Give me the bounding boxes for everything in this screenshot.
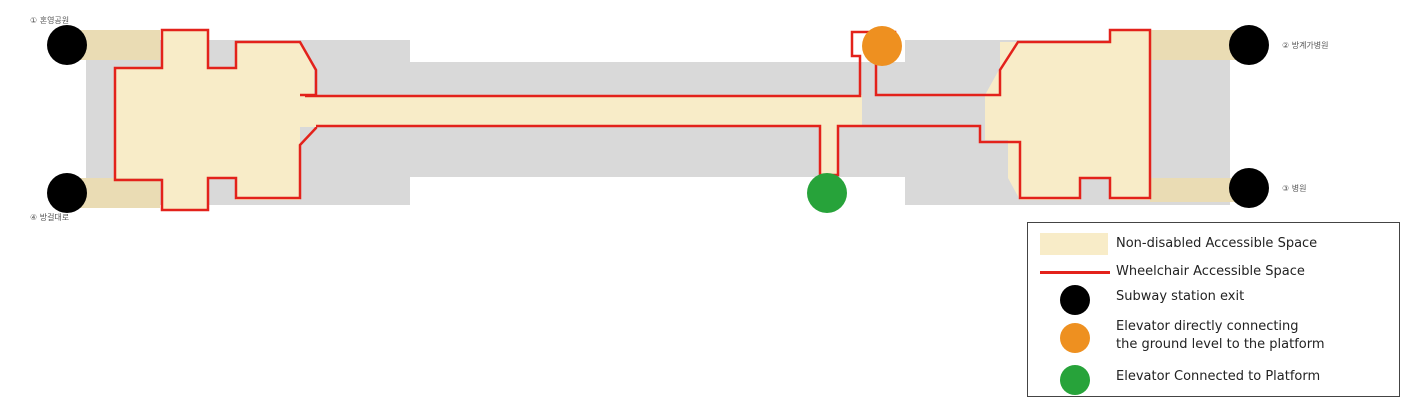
elevator-platform-marker bbox=[807, 173, 847, 213]
exit-marker-2 bbox=[1229, 25, 1269, 65]
stair-exit-4 bbox=[80, 178, 160, 208]
stair-exit-2 bbox=[1150, 30, 1240, 60]
exit-label-4: ④ 방걸대로 bbox=[30, 213, 70, 222]
legend-label: Non-disabled Accessible Space bbox=[1116, 236, 1318, 251]
elevator-shaft-area bbox=[820, 125, 838, 175]
accessible-swatch bbox=[1040, 233, 1108, 255]
exit-label-2: ② 방계가병원 bbox=[1282, 41, 1329, 50]
exit-label-3: ③ 병원 bbox=[1282, 184, 1307, 193]
exit-marker-3 bbox=[1229, 168, 1269, 208]
exit-stairs bbox=[80, 30, 1240, 208]
legend-item-elevator-ground: Elevator directly connecting the ground … bbox=[1028, 319, 1399, 353]
legend-item-elevator-platform: Elevator Connected to Platform bbox=[1028, 365, 1399, 395]
legend-label: Elevator Connected to Platform bbox=[1116, 369, 1321, 384]
station-floor-plan bbox=[47, 25, 1269, 213]
elevator-ground-marker bbox=[862, 26, 902, 66]
exit-marker-4 bbox=[47, 173, 87, 213]
legend-label: Wheelchair Accessible Space bbox=[1116, 264, 1305, 279]
elevator-ground-swatch bbox=[1060, 323, 1090, 353]
legend-box: Non-disabled Accessible Space Wheelchair… bbox=[1027, 222, 1400, 397]
marker-layer bbox=[47, 25, 1269, 213]
elevator-platform-swatch bbox=[1060, 365, 1090, 395]
legend-label: Subway station exit bbox=[1116, 289, 1245, 304]
exit-dot-swatch bbox=[1060, 285, 1090, 315]
stair-exit-3 bbox=[1150, 178, 1240, 202]
legend-item-accessible: Non-disabled Accessible Space bbox=[1028, 233, 1399, 255]
west-accessible-area bbox=[115, 30, 314, 210]
legend-item-exit: Subway station exit bbox=[1028, 285, 1399, 315]
south-corridor-line bbox=[316, 28, 1152, 200]
legend-item-wheelchair: Wheelchair Accessible Space bbox=[1028, 261, 1399, 283]
wheelchair-line-swatch bbox=[1040, 271, 1110, 274]
accessible-space bbox=[115, 30, 1150, 210]
exit-marker-1 bbox=[47, 25, 87, 65]
concourse-accessible-area bbox=[300, 95, 862, 127]
east-accessible-area bbox=[985, 30, 1150, 200]
legend-label: Elevator directly connecting the ground … bbox=[1116, 319, 1325, 352]
exit-label-1: ① 혼영공원 bbox=[30, 16, 70, 25]
west-route-line bbox=[113, 28, 318, 212]
stair-exit-1 bbox=[80, 30, 160, 60]
